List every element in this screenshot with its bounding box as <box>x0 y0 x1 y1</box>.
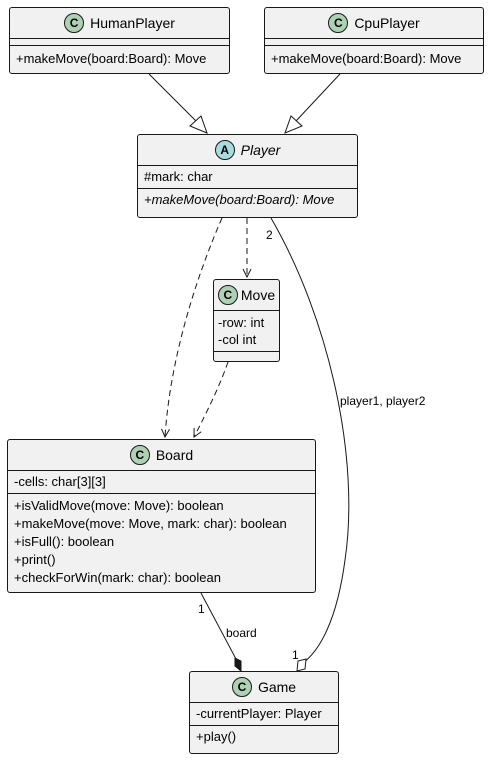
class-stereotype-icon: C <box>129 445 150 465</box>
method: +makeMove(board:Board): Move <box>144 192 335 207</box>
class-name: Move <box>240 287 276 303</box>
class-name: HumanPlayer <box>90 15 175 31</box>
class-stereotype-icon: C <box>231 677 252 697</box>
class-name: CpuPlayer <box>354 15 420 31</box>
methods-section: +makeMove(board:Board): Move <box>265 45 483 72</box>
methods-section <box>214 351 279 358</box>
dependency-player-board <box>165 217 223 437</box>
class-header: C HumanPlayer <box>10 8 229 38</box>
class-cpuplayer: C CpuPlayer +makeMove(board:Board): Move <box>264 7 484 74</box>
class-humanplayer: C HumanPlayer +makeMove(board:Board): Mo… <box>9 7 230 74</box>
method: +makeMove(move: Move, mark: char): boole… <box>14 516 287 531</box>
dependency-move-board <box>194 361 229 437</box>
multiplicity-board-side: 1 <box>198 602 205 616</box>
class-header: A Player <box>138 135 357 165</box>
class-header: C Move <box>214 280 279 310</box>
attributes-section: -currentPlayer: Player <box>190 702 338 725</box>
inheritance-humanplayer-player <box>148 73 208 134</box>
attributes-section <box>265 38 483 45</box>
class-header: C CpuPlayer <box>265 8 483 38</box>
class-stereotype-icon: C <box>64 13 85 33</box>
methods-section: +makeMove(board:Board): Move <box>10 45 229 72</box>
abstract-stereotype-icon: A <box>214 140 235 160</box>
inheritance-cpuplayer-player <box>284 73 341 134</box>
composition-label: board <box>226 626 257 640</box>
class-move: C Move -row: int -col int <box>213 279 280 362</box>
methods-section: +makeMove(board:Board): Move <box>138 188 357 211</box>
attributes-section <box>10 38 229 45</box>
attribute: -cells: char[3][3] <box>14 474 106 489</box>
class-header: C Game <box>190 672 338 702</box>
class-game: C Game -currentPlayer: Player +play() <box>189 671 339 754</box>
class-stereotype-icon: C <box>217 285 238 305</box>
class-board: C Board -cells: char[3][3] +isValidMove(… <box>7 439 316 593</box>
attributes-section: -cells: char[3][3] <box>8 470 315 493</box>
method: +print() <box>14 552 56 567</box>
method: +checkForWin(mark: char): boolean <box>14 570 221 585</box>
attribute: -currentPlayer: Player <box>196 706 322 721</box>
multiplicity-player-side: 2 <box>266 228 273 242</box>
attributes-section: -row: int -col int <box>214 310 279 351</box>
method: +makeMove(board:Board): Move <box>16 51 207 66</box>
class-name: Game <box>257 679 297 695</box>
attributes-section: #mark: char <box>138 165 357 188</box>
attribute: -col int <box>218 332 257 347</box>
class-header: C Board <box>8 440 315 470</box>
class-name: Player <box>240 142 281 158</box>
methods-section: +play() <box>190 725 338 748</box>
aggregation-player-game <box>270 217 350 672</box>
methods-section: +isValidMove(move: Move): boolean +makeM… <box>8 493 315 590</box>
aggregation-label: player1, player2 <box>340 394 426 408</box>
multiplicity-game-side: 1 <box>292 648 299 662</box>
method: +isFull(): boolean <box>14 534 115 549</box>
class-stereotype-icon: C <box>328 13 349 33</box>
class-player: A Player #mark: char +makeMove(board:Boa… <box>137 134 358 218</box>
class-name: Board <box>155 447 194 463</box>
attribute: #mark: char <box>144 169 213 184</box>
attribute: -row: int <box>218 315 265 330</box>
method: +makeMove(board:Board): Move <box>271 51 462 66</box>
method: +play() <box>196 729 237 744</box>
method: +isValidMove(move: Move): boolean <box>14 498 224 513</box>
composition-board-game <box>200 592 242 673</box>
